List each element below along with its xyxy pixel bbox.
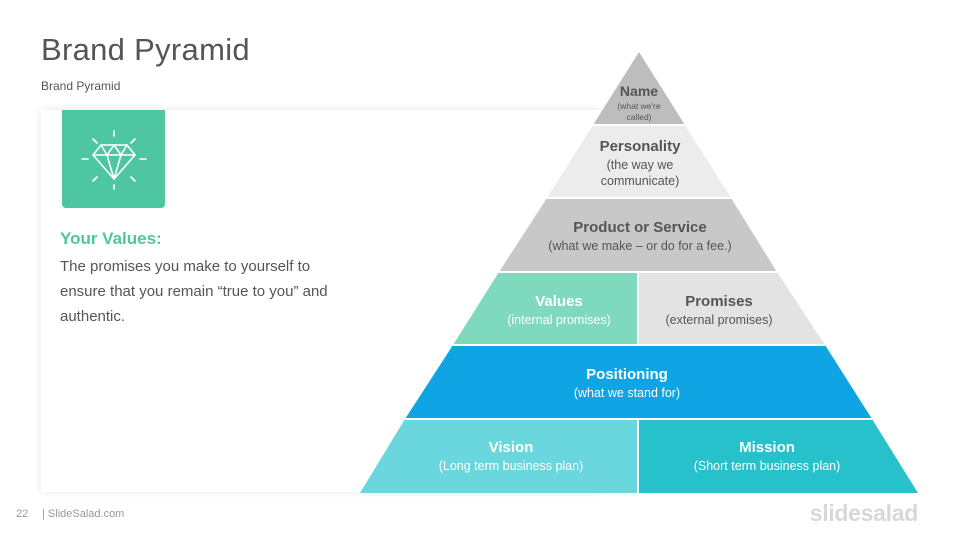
brand-logo: slidesalad (809, 500, 919, 526)
page-number: 22 (16, 508, 29, 520)
vision-title: Vision (489, 439, 534, 456)
pyramid-vision-segment (360, 419, 638, 493)
values-sub: (internal promises) (507, 313, 611, 327)
promises-sub: (external promises) (666, 313, 773, 327)
vision-sub: (Long term business plan) (439, 459, 584, 473)
promises-title: Promises (685, 293, 753, 310)
footer-site: | SlideSalad.com (42, 508, 125, 520)
icon-box (62, 110, 165, 208)
personality-sub-line1: (the way we (607, 158, 674, 172)
pyramid-mission-segment (638, 419, 918, 493)
values-description: The promises you make to yourself to ens… (60, 258, 328, 325)
name-sub-line2: called) (626, 112, 651, 122)
name-sub-line1: (what we're (617, 101, 660, 111)
pyramid-name-segment (593, 52, 685, 125)
positioning-sub: (what we stand for) (574, 386, 680, 400)
mission-sub: (Short term business plan) (694, 459, 841, 473)
name-title: Name (620, 83, 658, 99)
values-title: Values (535, 293, 583, 310)
personality-sub-line2: communicate) (601, 174, 680, 188)
mission-title: Mission (739, 439, 795, 456)
product-title: Product or Service (573, 219, 706, 236)
pyramid-positioning-segment (405, 345, 872, 419)
pyramid-personality-segment (547, 125, 731, 198)
pyramid-promises-segment (638, 272, 825, 345)
product-sub: (what we make – or do for a fee.) (548, 239, 731, 253)
slide-subtitle: Brand Pyramid (41, 79, 121, 93)
positioning-title: Positioning (586, 366, 668, 383)
pyramid-values-segment (453, 272, 638, 345)
values-heading: Your Values: (60, 229, 162, 248)
slide-title: Brand Pyramid (41, 32, 250, 67)
personality-title: Personality (600, 138, 682, 155)
diamond-icon (80, 130, 147, 190)
pyramid-product-segment (499, 198, 777, 272)
